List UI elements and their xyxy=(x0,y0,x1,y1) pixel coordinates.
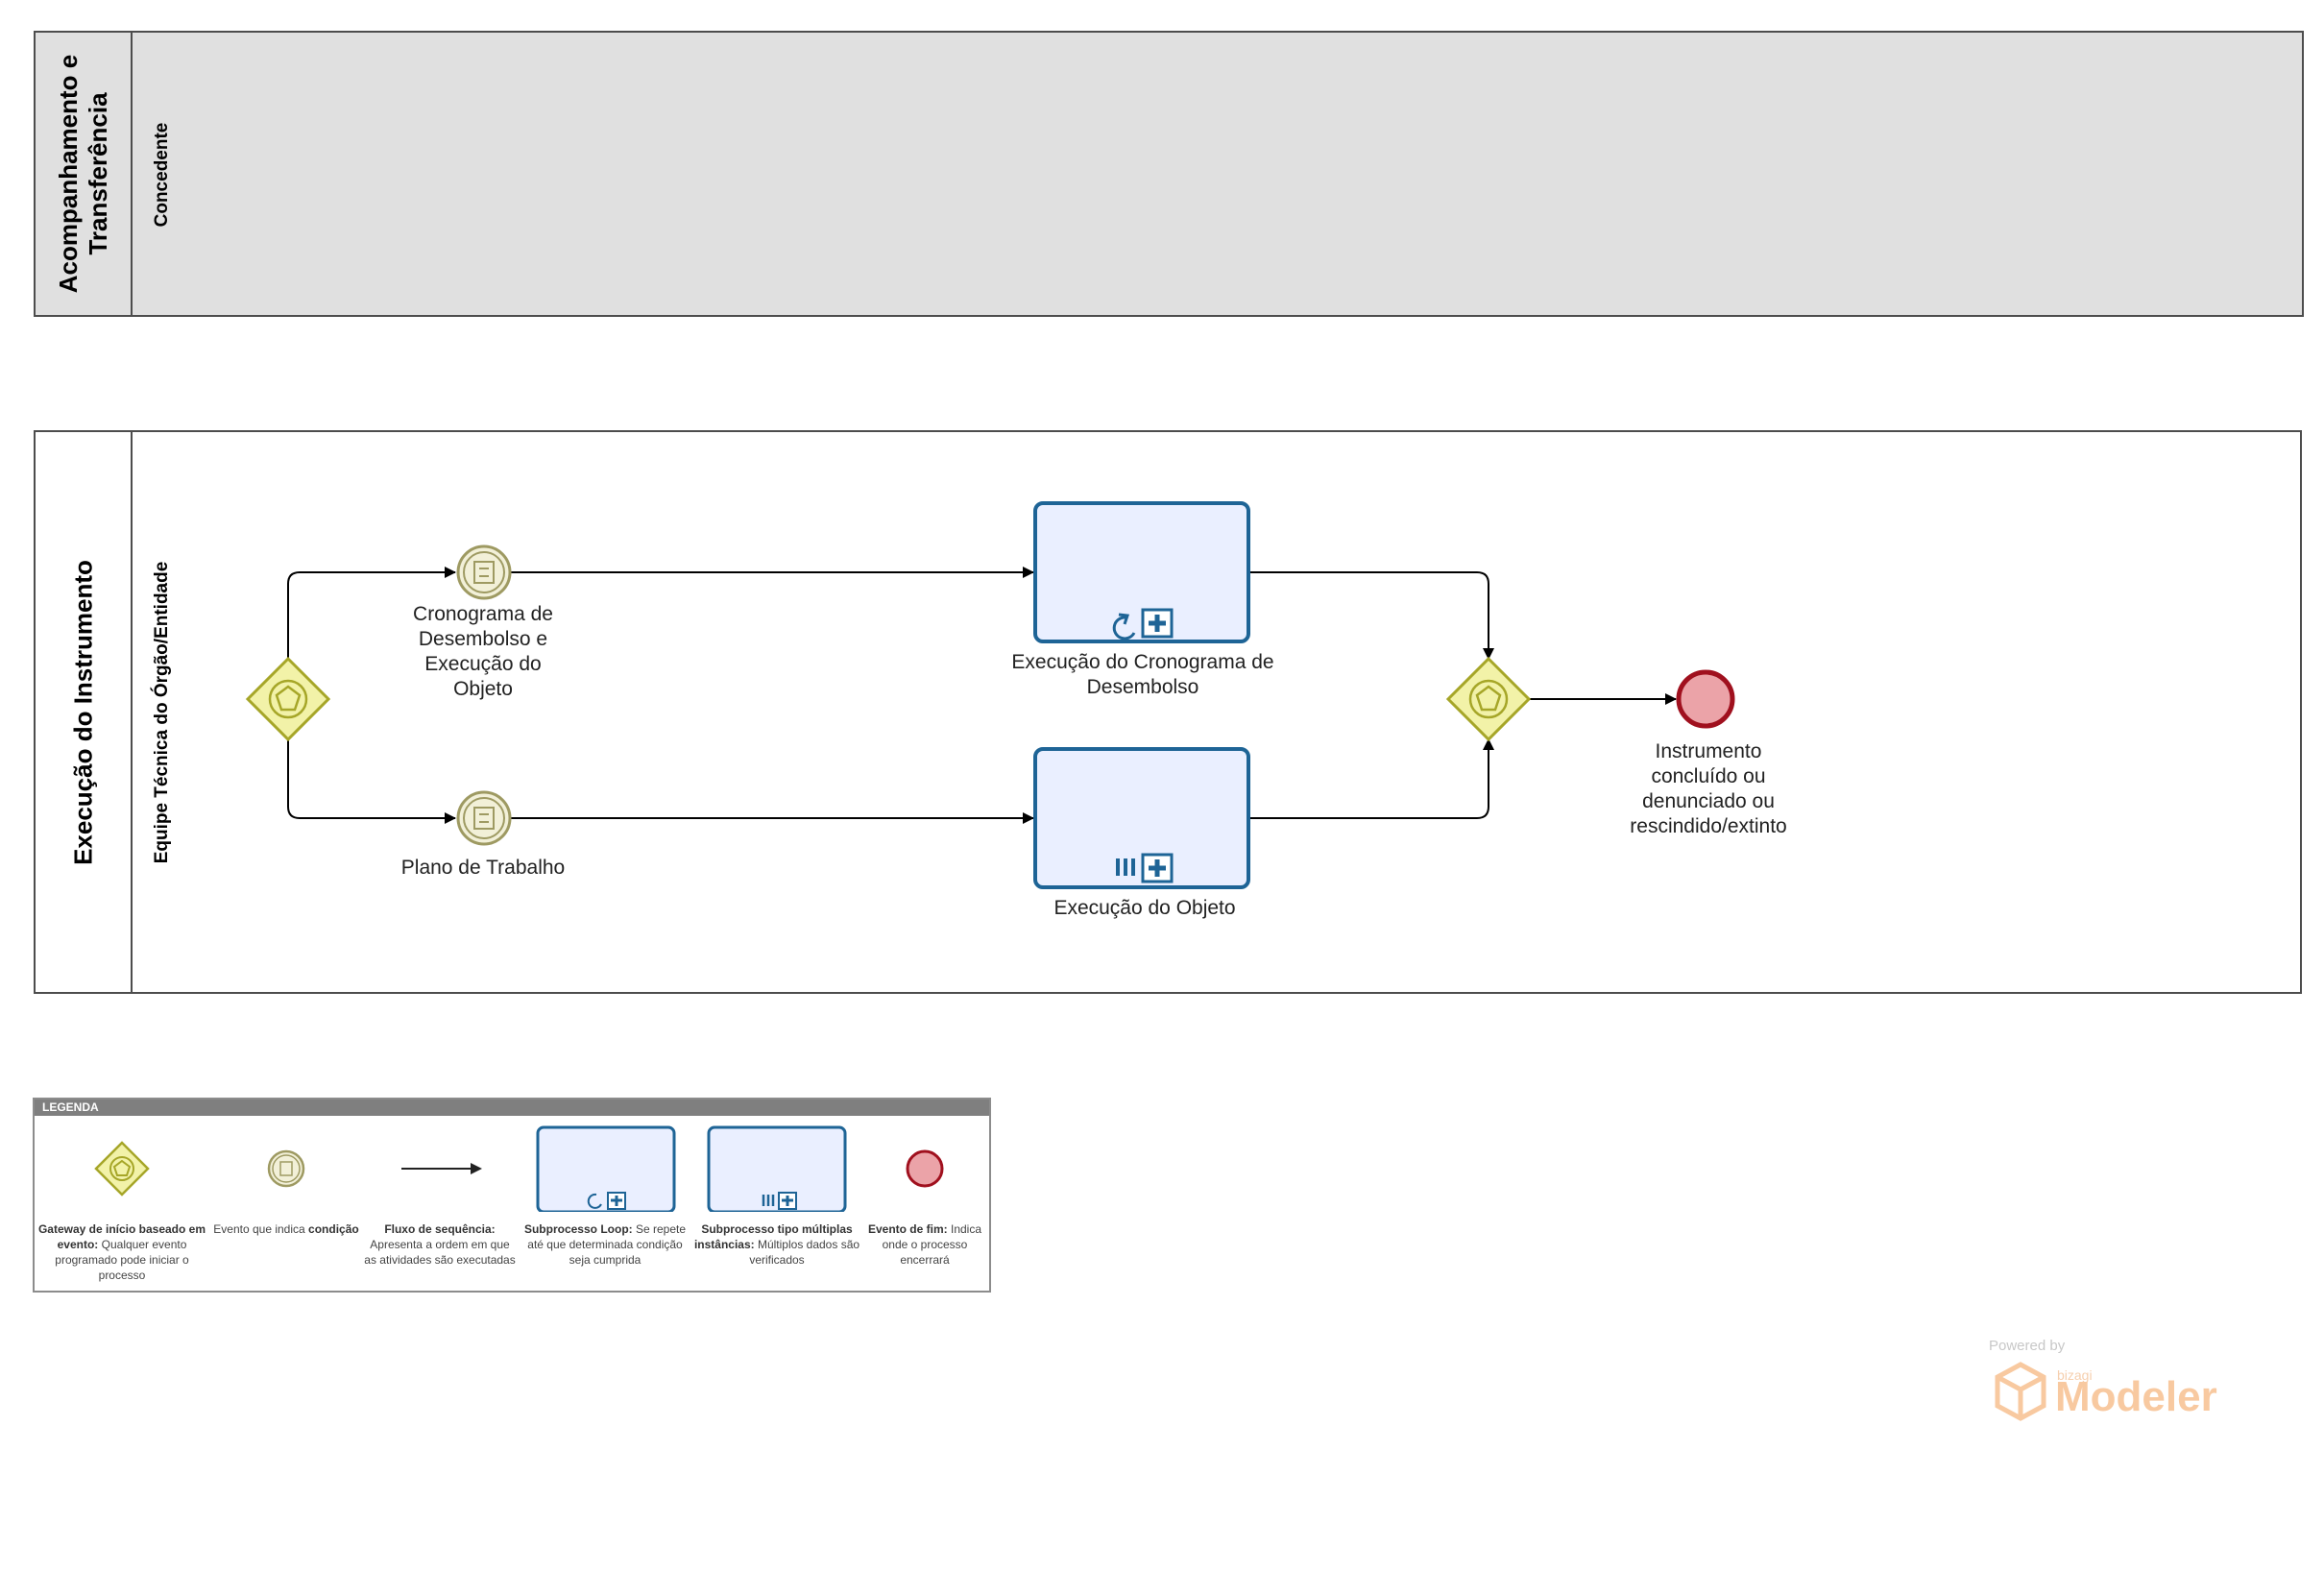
conditional-event-icon xyxy=(456,790,512,846)
legend-item-end-event: Evento de fim: Indica onde o processo en… xyxy=(860,1116,989,1267)
legend-item-gateway: Gateway de início baseado em evento: Qua… xyxy=(35,1116,209,1282)
legend-item-conditional-event: Evento que indica condição xyxy=(209,1116,363,1236)
end-event-icon xyxy=(1676,669,1735,729)
legend-item-loop-subprocess: Subprocesso Loop: Se repete até que dete… xyxy=(517,1116,693,1267)
legend-caption: Subprocesso tipo múltiplas instâncias: M… xyxy=(693,1222,860,1267)
loop-subprocess-icon xyxy=(536,1125,676,1214)
event-based-gateway-icon xyxy=(1445,656,1532,742)
multi-instance-icon xyxy=(1116,858,1135,876)
collapsed-subprocess-plus-icon xyxy=(1141,853,1174,883)
subprocess-label: Execução do Cronograma de Desembolso xyxy=(1011,651,1274,698)
event-based-gateway-icon xyxy=(94,1141,150,1196)
legend-item-sequence-flow: Fluxo de sequência: Apresenta a ordem em… xyxy=(363,1116,517,1267)
legend-title: LEGENDA xyxy=(35,1100,989,1116)
legend-caption: Evento de fim: Indica onde o processo en… xyxy=(867,1222,982,1267)
sequence-flow xyxy=(287,737,456,824)
bizagi-logo-icon xyxy=(1995,1362,2046,1421)
legend-caption: Fluxo de sequência: Apresenta a ordem em… xyxy=(364,1222,516,1267)
pool-acompanhamento[interactable]: Acompanhamento e Transferência Concedent… xyxy=(34,31,2304,317)
loop-subprocess xyxy=(1033,501,1250,643)
arrow-icon xyxy=(401,1163,482,1174)
multi-instance-subprocess xyxy=(1033,747,1250,889)
pool-header: Execução do Instrumento xyxy=(36,432,133,992)
legend-caption: Subprocesso Loop: Se repete até que dete… xyxy=(523,1222,687,1267)
sequence-flow xyxy=(1248,738,1494,819)
end-event-icon xyxy=(906,1149,944,1188)
legend-caption: Gateway de início baseado em evento: Qua… xyxy=(37,1222,206,1282)
product-name: Modeler xyxy=(2055,1373,2217,1420)
multi-instance-subprocess-icon xyxy=(707,1125,847,1214)
loop-icon xyxy=(1112,613,1136,640)
sequence-flow xyxy=(1248,571,1494,660)
collapsed-subprocess-plus-icon xyxy=(1141,608,1174,639)
sequence-flow xyxy=(287,567,456,661)
legend-item-multi-instance-subprocess: Subprocesso tipo múltiplas instâncias: M… xyxy=(693,1116,860,1267)
event-based-start-gateway-icon xyxy=(245,656,331,742)
legend-caption: Evento que indica condição xyxy=(213,1222,359,1236)
pool-header: Acompanhamento e Transferência xyxy=(36,33,133,315)
vendor-name: bizagi xyxy=(2057,1367,2093,1383)
subprocess-label: Execução do Objeto xyxy=(1053,897,1236,919)
conditional-event-icon xyxy=(456,544,512,600)
conditional-event-label: Cronograma de Desembolso e Execução do O… xyxy=(413,603,553,700)
conditional-event-label: Plano de Trabalho xyxy=(400,857,566,879)
legend: LEGENDA Gateway de início baseado em eve… xyxy=(33,1098,991,1293)
conditional-event-icon xyxy=(267,1149,305,1188)
powered-by-text: Powered by xyxy=(1989,1338,2066,1354)
end-event-label: Instrumento concluído ou denunciado ou r… xyxy=(1630,740,1787,837)
